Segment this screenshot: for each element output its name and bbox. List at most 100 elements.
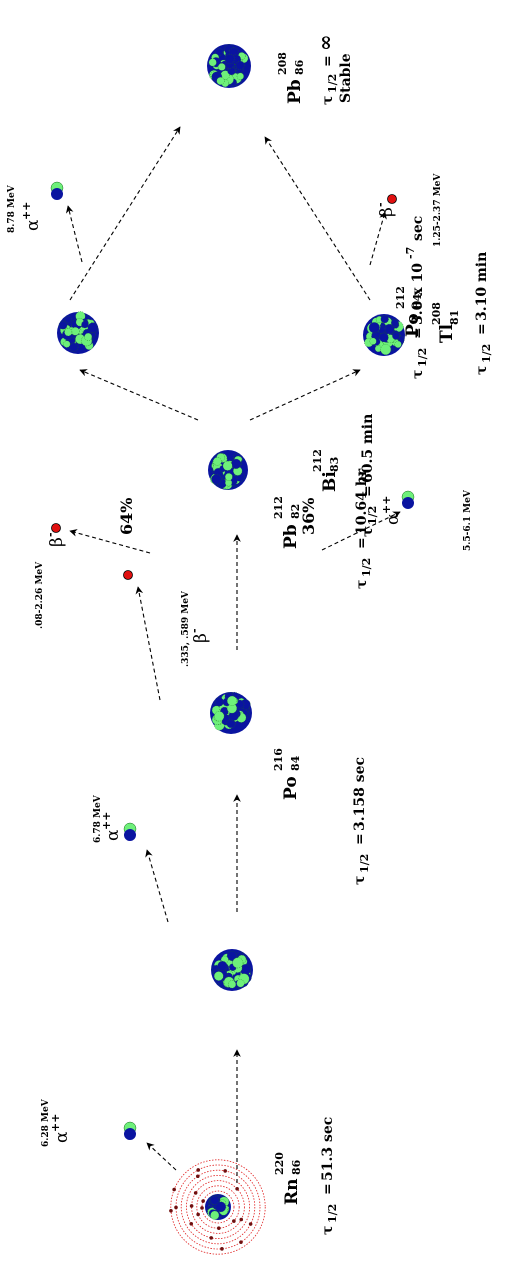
beta-particle-pb212 (123, 570, 133, 580)
tau-subscript: 1/2 (366, 506, 379, 525)
nuclei-layer (50, 44, 415, 1255)
tau-symbol: τ (474, 366, 490, 375)
atomic-number-pb212: 82 (289, 504, 302, 519)
nuclide-symbol-pb208: Pb (285, 79, 305, 104)
mass-number-po216: 216 (272, 748, 285, 771)
emission-energy: 8.78 MeV (7, 184, 17, 233)
nucleus-bi212 (208, 450, 248, 490)
tau-equals: = (410, 327, 426, 339)
atomic-number-rn220: 86 (290, 1159, 303, 1175)
emission-alpha-rn220: 6.28 MeV α ++ (41, 1098, 72, 1147)
alpha-symbol: α (383, 513, 403, 525)
arrow-emission-rn220 (146, 1142, 177, 1171)
tau-subscript: 1/2 (480, 344, 493, 363)
alpha-symbol: α (52, 1131, 72, 1143)
alpha-particle-bi212 (401, 490, 415, 509)
mass-number-pb212: 212 (272, 496, 285, 519)
beta-symbol: β (191, 633, 211, 643)
emission-energy: 6.78 MeV (93, 794, 103, 843)
alpha-particle-po216 (123, 822, 137, 841)
arrow-bi212-po212 (79, 369, 199, 421)
halflife-tl208: τ 1/2 = 3.10 min (474, 252, 493, 375)
atomic-number-po216: 84 (289, 755, 302, 771)
halflife-value: 51.3 sec (320, 1117, 336, 1181)
labels-layer: Rn 220 86 τ 1/2 = 51.3 sec Po 216 84 τ 1… (7, 34, 493, 1235)
beta-particle-tl208 (387, 194, 397, 204)
halflife-unit: sec (410, 216, 426, 241)
tau-symbol: τ (352, 876, 368, 885)
tau-symbol: τ (360, 528, 376, 537)
nuclide-symbol-po216: Po (281, 776, 301, 800)
branch-percent-lower: 36% (299, 498, 318, 535)
arrow-po212-pb208 (69, 126, 181, 301)
tau-subscript: 1/2 (326, 1204, 339, 1223)
emission-energy: 5.5-6.1 MeV (463, 489, 473, 551)
tau-equals: = (320, 1183, 336, 1195)
mass-number-bi212: 212 (311, 449, 324, 472)
mass-number-rn220: 220 (273, 1152, 286, 1175)
tau-equals: = (360, 485, 376, 497)
tau-equals: = (354, 537, 370, 549)
nuclide-symbol-pb212: Pb (281, 524, 301, 549)
mass-number-tl208: 208 (430, 302, 443, 325)
halflife-value: 3.158 sec (352, 757, 368, 831)
alpha-charge: ++ (49, 1114, 62, 1132)
halflife-pb212: τ 1/2 = 10.64 hr (354, 468, 373, 589)
arrow-emission-bi212-beta (69, 529, 151, 554)
arrow-tl208-pb208 (264, 136, 371, 301)
alpha-symbol: α (23, 219, 43, 231)
beta-symbol: β (377, 207, 397, 217)
rn220-atom (169, 1159, 266, 1255)
halflife-exponent: -7 (404, 247, 417, 259)
alpha-particle-rn220 (123, 1121, 137, 1140)
emission-alpha-po216: 6.78 MeV α ++ (93, 794, 123, 843)
emission-beta-bi212: .08-2.26 MeV β - (35, 532, 67, 629)
beta-charge: - (44, 532, 57, 537)
mass-number-po212: 212 (394, 286, 407, 309)
arrow-emission-pb212 (135, 586, 161, 701)
beta-charge: - (374, 202, 387, 207)
beta-particle-bi212 (51, 523, 61, 533)
nucleus-pb212 (210, 692, 252, 734)
atomic-number-bi212: 83 (328, 457, 341, 472)
nuclide-symbol-po212: Po (403, 313, 423, 337)
alpha-charge: ++ (20, 202, 33, 220)
alpha-particle-po212 (50, 181, 64, 200)
halflife-value: 3.10 min (474, 252, 490, 321)
halflife-value: 60.5 min (360, 414, 376, 483)
tau-subscript: 1/2 (358, 854, 371, 873)
tau-equals: = (352, 833, 368, 845)
halflife-po212: τ 1/2 = 3.0 x 10 -7 sec (404, 216, 429, 379)
tau-equals: = (320, 55, 336, 67)
arrow-emission-tl208 (369, 211, 387, 266)
emission-energy: 1.25-2.37 MeV (433, 173, 443, 247)
tau-subscript: 1/2 (326, 74, 339, 93)
stable-label: Stable (338, 53, 354, 103)
emission-beta-pb212: .335, .589 MeV β - (181, 590, 211, 667)
emission-alpha-bi212: 5.5-6.1 MeV α ++ (380, 489, 473, 551)
beta-symbol: β (47, 537, 67, 547)
tau-symbol: τ (410, 370, 426, 379)
tau-symbol: τ (354, 580, 370, 589)
atomic-number-tl208: 81 (448, 310, 461, 325)
mass-number-pb208: 208 (276, 52, 289, 75)
emission-beta-tl208: 1.25-2.37 MeV β - (374, 173, 443, 247)
infinity-symbol: ∞ (313, 34, 337, 51)
tau-symbol: τ (320, 1226, 336, 1235)
halflife-pb208: τ 1/2 = ∞ Stable (313, 34, 354, 105)
halflife-value: 3.0 x 10 (410, 263, 426, 325)
nucleus-pb208 (207, 44, 251, 88)
halflife-value: 10.64 hr (354, 468, 370, 535)
alpha-charge: ++ (100, 812, 113, 830)
alpha-symbol: α (103, 829, 123, 841)
nuclide-symbol-bi212: Bi (320, 471, 340, 492)
nucleus-po216 (211, 949, 253, 991)
arrow-emission-bi212-alpha (321, 511, 401, 551)
nucleus-tl208 (363, 314, 405, 356)
nucleus-rn220 (205, 1194, 231, 1220)
atomic-number-pb208: 86 (293, 59, 306, 75)
nuclide-symbol-tl208: Tl (437, 323, 457, 343)
alpha-charge: ++ (380, 496, 393, 514)
branch-percent-upper: 64% (117, 498, 136, 535)
